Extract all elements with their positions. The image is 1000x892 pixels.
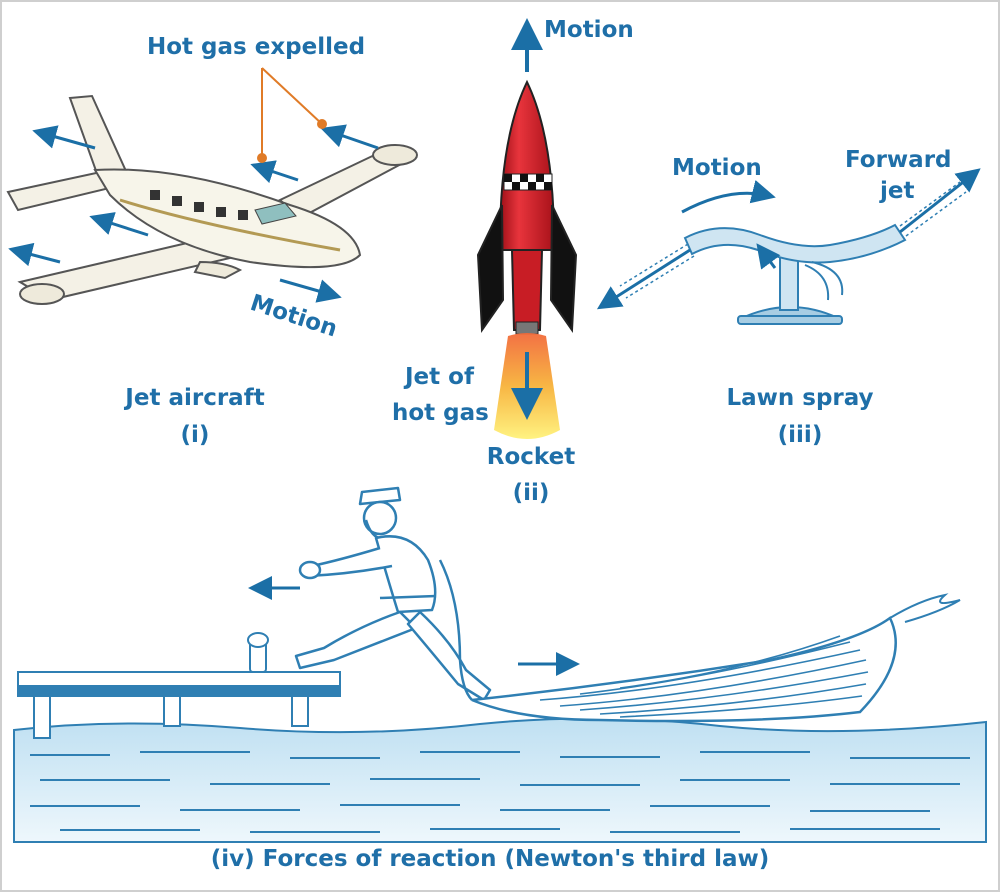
jet-aircraft-illustration [6,94,418,305]
pier [17,632,341,739]
jet-exhaust-arrows [8,124,379,303]
boat [471,593,961,723]
numeral-jet-aircraft: (i) [180,422,210,448]
label-lawn-motion: Motion [672,155,762,181]
numeral-rocket: (ii) [512,480,550,506]
caption-jet-aircraft: Jet aircraft [125,385,265,411]
man-jumping [294,486,492,702]
caption-lawn-spray: Lawn spray [726,385,874,411]
lawn-spray-jets [596,168,981,310]
label-hot-gas-expelled: Hot gas expelled [147,34,366,60]
label-forward-jet-line2: jet [880,178,915,204]
caption-rocket: Rocket [486,444,576,470]
label-jet-of-hot-gas-line2: hot gas [392,400,489,426]
label-rocket-motion: Motion [544,17,634,43]
lawn-spray-illustration [683,223,907,325]
numeral-lawn-spray: (iii) [777,422,823,448]
caption-forces-of-reaction: (iv) Forces of reaction (Newton's third … [210,846,770,872]
rocket-exhaust-flame [494,333,560,439]
rocket-illustration [476,79,578,335]
label-jet-of-hot-gas-line1: Jet of [405,364,474,390]
water [13,717,987,843]
lawn-spray-droplets [619,181,967,299]
reaction-arrows [248,576,580,676]
hot-gas-callout-lines [257,67,327,163]
label-forward-jet-line1: Forward [845,147,952,173]
